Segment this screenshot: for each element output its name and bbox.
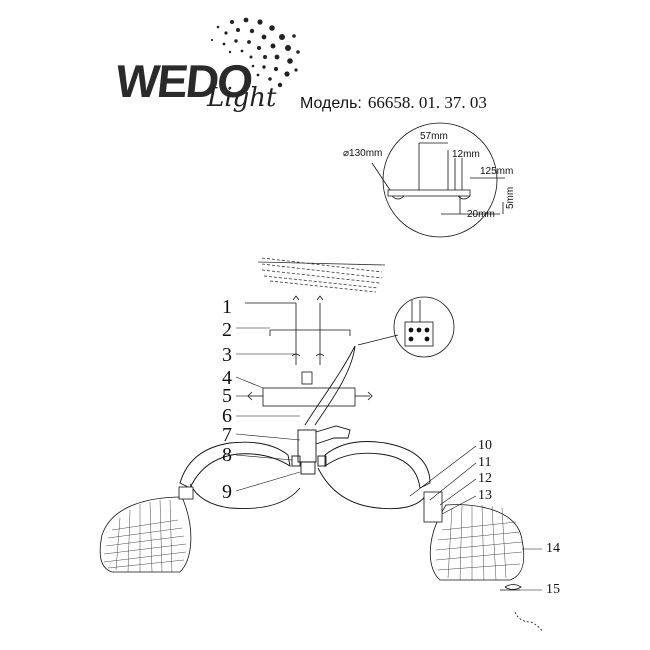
callout-1: 1 — [222, 296, 232, 318]
callout-3: 3 — [222, 344, 232, 366]
callout-6: 6 — [222, 405, 232, 427]
wiring-detail — [357, 296, 455, 358]
dim-5: 5mm — [505, 186, 516, 209]
model-line: Модель: 66658. 01. 37. 03 — [300, 93, 487, 113]
callout-7: 7 — [222, 424, 232, 446]
callout-15: 15 — [546, 582, 560, 597]
callout-13: 13 — [478, 488, 492, 503]
callout-5: 5 — [222, 385, 232, 407]
model-label: Модель: — [300, 95, 362, 112]
callout-4: 4 — [222, 367, 232, 389]
callout-2: 2 — [222, 319, 232, 341]
callout-14: 14 — [546, 541, 560, 556]
callout-9: 9 — [222, 481, 232, 503]
model-number: 66658. 01. 37. 03 — [367, 93, 487, 112]
callout-leaders — [235, 327, 542, 591]
dim-diameter: ⌀130mm — [343, 148, 383, 159]
callout-11: 11 — [478, 455, 492, 470]
lamp-body — [179, 345, 431, 510]
logo-subtitle: Light — [207, 83, 277, 113]
logo-swirl — [210, 17, 300, 88]
ceiling-hatch — [257, 257, 386, 293]
dim-20: 20mm — [467, 209, 495, 220]
callout-8: 8 — [222, 444, 232, 466]
callout-10: 10 — [478, 438, 492, 453]
shade-left — [99, 486, 194, 573]
dim-125: 125mm — [480, 166, 514, 177]
mounting-parts — [245, 295, 373, 407]
callout-12: 12 — [478, 471, 492, 486]
dim-12: 12mm — [452, 149, 480, 160]
detail-view — [371, 122, 505, 238]
dim-57: 57mm — [420, 131, 448, 142]
shade-right — [423, 491, 544, 633]
